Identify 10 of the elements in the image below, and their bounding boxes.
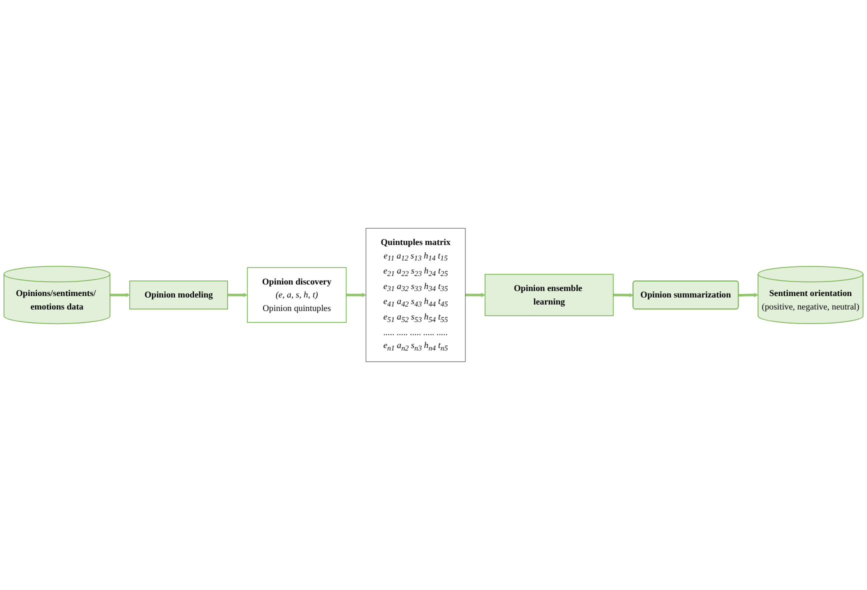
arrow (110, 292, 130, 298)
node-box: Opinion modeling (129, 280, 228, 310)
arrow (738, 292, 758, 298)
node-box: Opinion discovery (e, a, s, h, t) Opinion quintuples (246, 267, 347, 323)
node-box: Opinion ensemble learning (484, 274, 614, 316)
arrow (465, 292, 486, 298)
arrow (613, 292, 634, 298)
arrow (346, 292, 366, 298)
node-box: Quintuples matrix e$_{11}$ a$_{12}$ s$_{13}$ h$_{14}$ t$_{15}$ e$_{21}$ a$_{22}$ s$_{23}$ h$_{24}$ t$_{25}$ e$_{31}$ a$_{32}$ s$_{33}$ h$_{34}$ t$_{35}$ e$_{41}$ a$_{42}$ s$_{43}$ h$_{44}$ t$_{45}$ e$_{51}$ a$_{52}$ s$_{53}$ h$_{54}$ t$_{55}$ ..... ..... ..... ..... ..... e$_{n1}$ a$_{n2}$ s$_{n3}$ h$_{n4}$ t$_{n5}$ (366, 228, 466, 362)
arrow (228, 292, 248, 298)
